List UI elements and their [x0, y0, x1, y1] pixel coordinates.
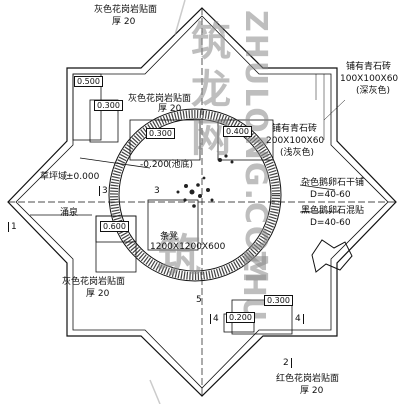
label-red-granite: 红色花岗岩贴面: [276, 374, 340, 384]
axis-lines: [8, 8, 396, 396]
label-paver-top-size: 100X100X60: [340, 74, 399, 84]
label-grass: 草坪域: [40, 172, 68, 182]
label-red-thick: 厚 20: [300, 386, 324, 396]
label-paver-top: 铺有青石砖: [346, 62, 392, 72]
watermark-strokes: [149, 0, 186, 404]
elev-0400: 0.400: [223, 126, 252, 137]
elev-pm0000: ±0.000: [66, 172, 100, 182]
watermark-en: ZHULONG.COM: [238, 10, 273, 286]
pool-ring-outer: [108, 108, 282, 282]
mark-4-right: 4: [295, 314, 304, 324]
mark-3-left: 3: [99, 186, 108, 196]
label-top-thick: 厚 20: [112, 17, 136, 27]
label-black-pebble: 黑色鹅卵石混贴: [301, 206, 365, 216]
label-paver-right-color: (浅灰色): [280, 148, 315, 158]
fountain-texture: [176, 154, 234, 208]
elev-0300-c: 0.300: [264, 295, 293, 306]
elev-0300-a: 0.300: [94, 100, 123, 111]
label-pebble: 杂色鹅卵石干铺: [301, 178, 365, 188]
outer-star-outline: [7, 7, 397, 397]
label-paver-right-size: 200X100X60: [266, 136, 325, 146]
elev-neg0200: -0.200: [140, 160, 170, 170]
label-water-note: (池底): [168, 160, 194, 170]
elev-0200: 0.200: [226, 312, 255, 323]
mark-5: 5: [196, 295, 202, 305]
paver-strip: [315, 74, 346, 140]
elev-0600: 0.600: [100, 221, 129, 232]
label-stone-seat: 条凳: [160, 232, 179, 242]
label-black-pebble-d: D=40-60: [310, 218, 351, 228]
mark-2: 2: [283, 358, 292, 368]
elev-0300-b: 0.300: [146, 128, 175, 139]
label-paver-right: 铺有青石砖: [272, 124, 318, 134]
label-paver-top-color: (深灰色): [356, 86, 391, 96]
label-fountain: 涌泉: [60, 208, 79, 218]
label-mid-gray-granite: 灰色花岗岩贴面: [128, 94, 192, 104]
watermark-cn: 筑龙网: [184, 20, 230, 164]
rock-icon: [311, 239, 353, 273]
label-pebble-d: D=40-60: [310, 190, 351, 200]
watermark-cn-low: 筑: [149, 232, 200, 276]
mark-4-left: 4: [210, 314, 219, 324]
label-low-gray-granite: 灰色花岗岩贴面: [62, 277, 126, 287]
mark-1: 1: [8, 222, 17, 232]
pool-ring-inner: [118, 118, 272, 272]
pebble-band: [110, 110, 280, 280]
watermark-en-low: ZHU: [236, 250, 271, 322]
label-low-thick: 厚 20: [86, 289, 110, 299]
label-mid-thick: 厚 20: [158, 104, 182, 114]
label-top-gray-granite: 灰色花岗岩贴面: [94, 5, 158, 15]
mark-3-center: 3: [154, 186, 160, 196]
elev-0500: 0.500: [74, 76, 103, 87]
label-stone-seat-size: 1200X1200X600: [150, 242, 226, 252]
